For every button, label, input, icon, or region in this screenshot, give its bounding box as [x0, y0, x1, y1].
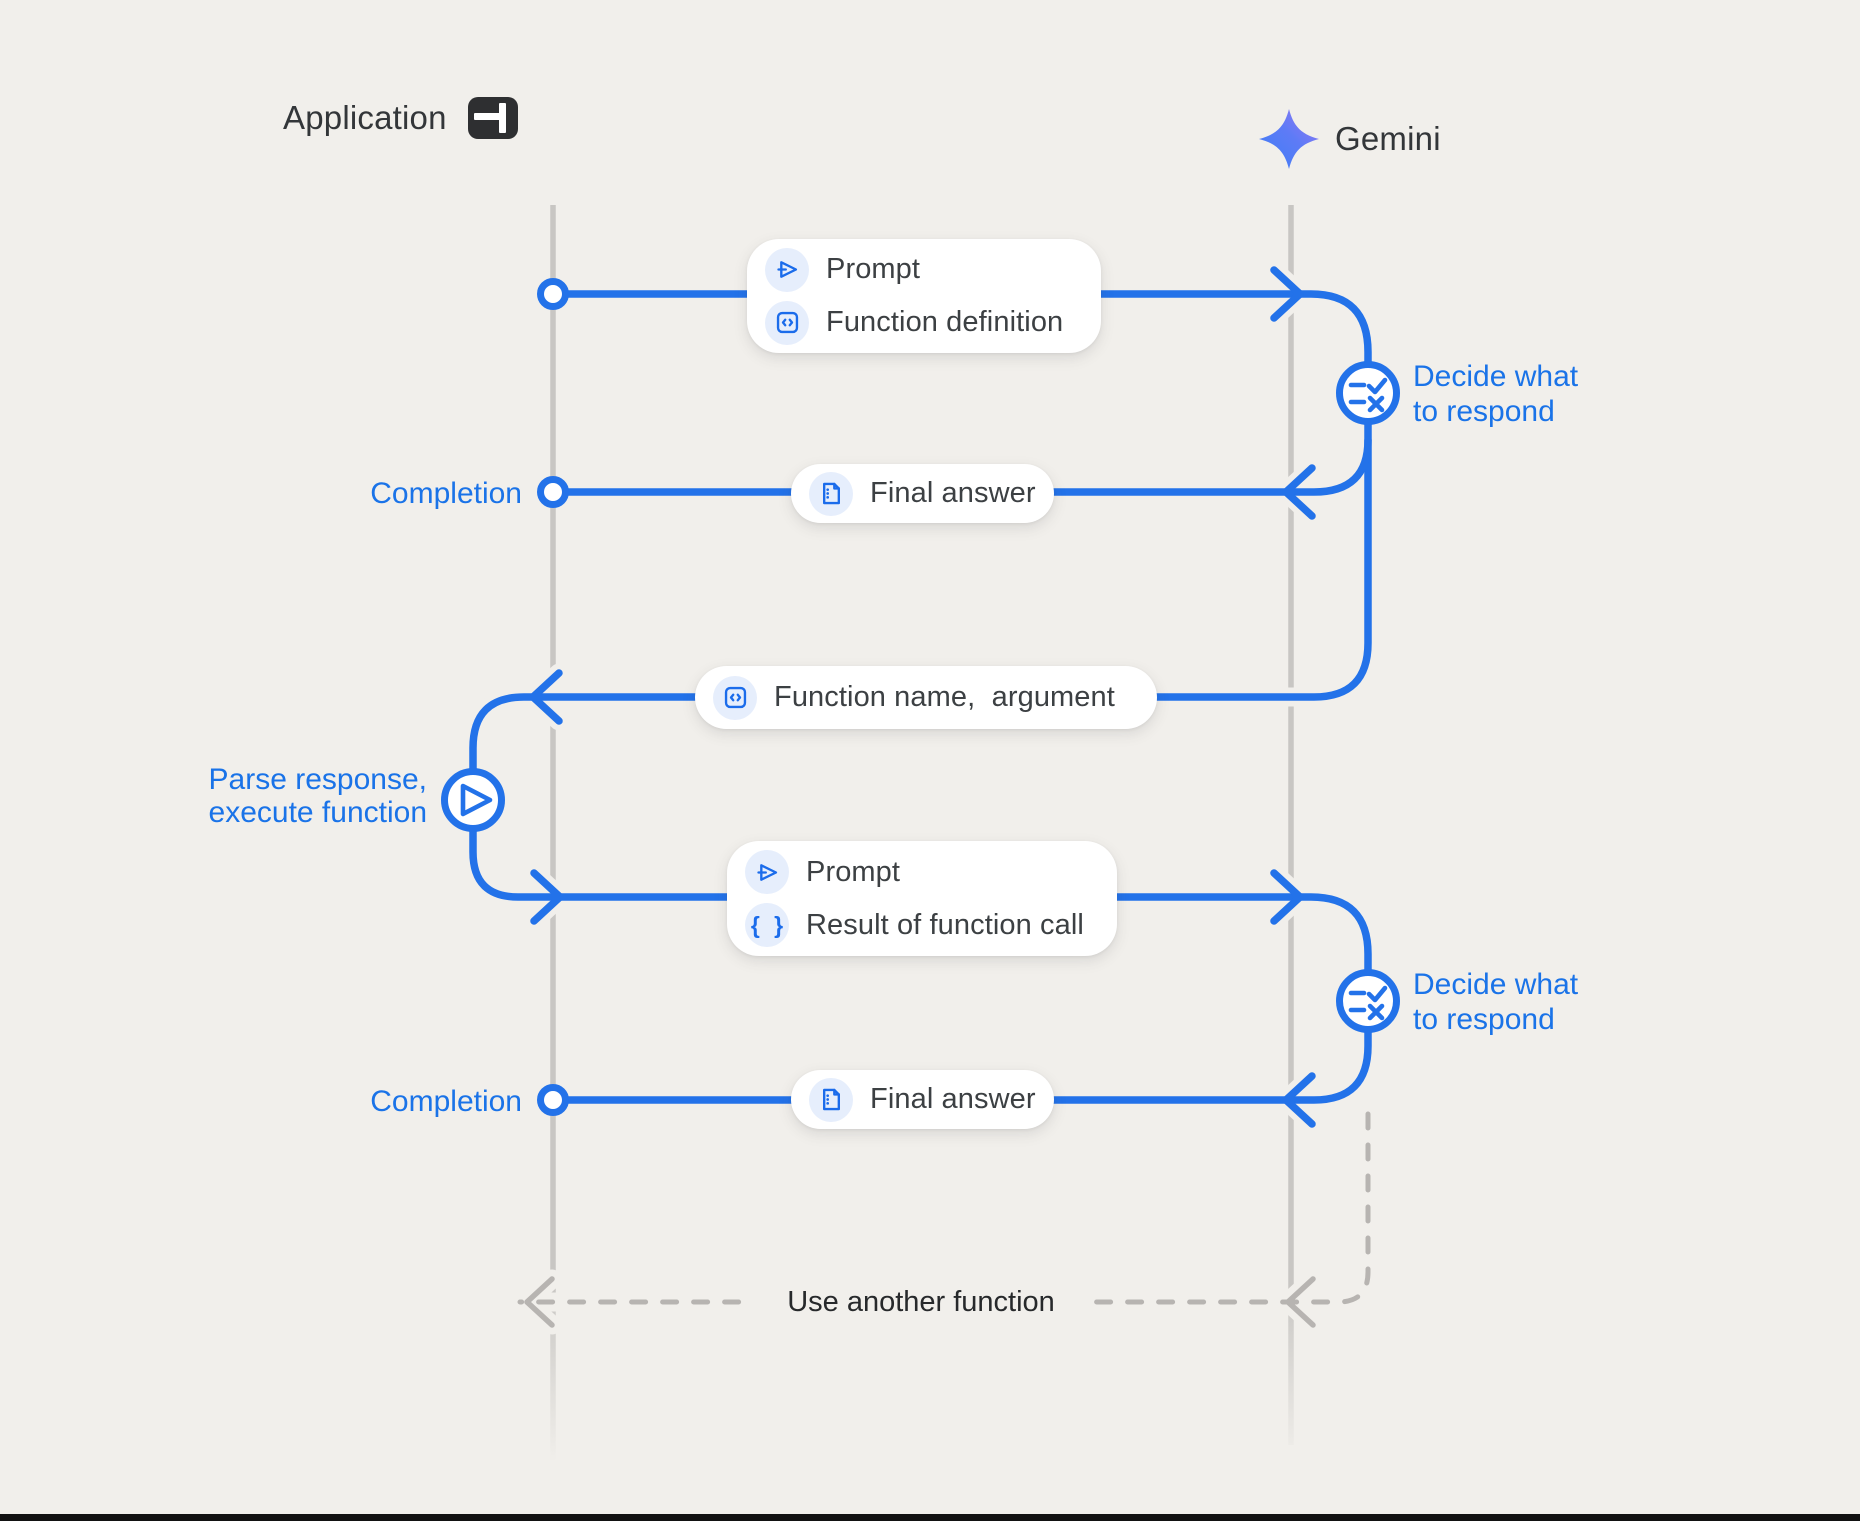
flow-casings: [463, 260, 1378, 1335]
message-pill-final-answer: Final answer: [791, 464, 1054, 523]
pill-label: Function name, argument: [774, 681, 1115, 713]
actor-gemini: Gemini: [1257, 107, 1441, 171]
gemini-label: Gemini: [1335, 120, 1441, 157]
use-another-function-label: Use another function: [748, 1283, 1094, 1321]
rule-check-icon: [1336, 361, 1400, 425]
rule-check-icon: [1336, 969, 1400, 1033]
pill-row: Prompt: [765, 247, 1077, 292]
send-icon: [765, 247, 809, 292]
braces-icon: { }: [745, 903, 789, 947]
completion-label: Completion: [370, 1085, 522, 1118]
decide-label-line: to respond: [1413, 395, 1555, 428]
arrowhead-right-icon: [530, 869, 564, 925]
pill-label: Prompt: [806, 855, 901, 888]
arrowhead-left-icon: [1285, 1276, 1316, 1328]
completion-circle: [537, 476, 569, 508]
arrowhead-left-icon: [529, 669, 563, 725]
arrowhead-right-icon: [1270, 266, 1304, 322]
decide-label-line: Decide what: [1413, 968, 1579, 1001]
document-icon: [809, 471, 853, 516]
flow-arrowheads: [529, 266, 1316, 1128]
decide-label-line: to respond: [1413, 1003, 1555, 1036]
app-window-icon: [467, 97, 518, 139]
actor-application: Application: [283, 95, 519, 141]
braces-glyph: { }: [750, 911, 788, 938]
arrowhead-left-icon: [1282, 1072, 1316, 1128]
message-pill-prompt-function-definition: Prompt Function definition: [747, 239, 1101, 353]
pill-row: Prompt: [745, 850, 1093, 894]
send-icon: [745, 850, 789, 894]
pill-row: { } Result of function call: [745, 903, 1093, 947]
pill-row: Final answer: [809, 471, 1036, 516]
play-icon: [441, 768, 505, 832]
document-icon: [809, 1077, 853, 1122]
pill-label: Final answer: [870, 477, 1036, 509]
code-box-icon: [713, 675, 757, 720]
arrowhead-left-icon: [1282, 464, 1316, 520]
pill-row: Final answer: [809, 1077, 1036, 1122]
pill-label: Prompt: [826, 253, 921, 285]
decide-what-to-respond-label: Decide what to respond: [1413, 359, 1578, 429]
gemini-star-icon: [1259, 109, 1319, 169]
decide-label-line: Decide what: [1413, 360, 1579, 393]
parse-label-line: execute function: [208, 796, 427, 829]
parse-label-line: Parse response,: [208, 763, 427, 796]
flow-final-answer-1-branch: [549, 436, 1372, 496]
message-pill-final-answer: Final answer: [791, 1070, 1054, 1129]
pill-label: Result of function call: [806, 908, 1084, 941]
pill-row: Function name, argument: [713, 675, 1133, 720]
message-pill-function-name-argument: Function name, argument: [695, 666, 1157, 729]
message-pill-prompt-result: Prompt { } Result of function call: [727, 841, 1117, 956]
prompt-start-circle: [537, 278, 569, 310]
pill-label: Function definition: [826, 306, 1064, 338]
code-box-icon: [765, 300, 809, 345]
application-label: Application: [283, 99, 447, 136]
completion-label: Completion: [370, 477, 522, 510]
parse-response-label: Parse response, execute function: [209, 763, 427, 829]
pill-row: Function definition: [765, 300, 1077, 345]
arrowhead-right-icon: [1270, 869, 1304, 925]
decide-what-to-respond-label: Decide what to respond: [1413, 967, 1578, 1037]
pill-label: Final answer: [870, 1083, 1036, 1115]
arrowhead-left-icon: [524, 1276, 555, 1328]
use-another-function-arrow: [517, 1111, 1371, 1328]
completion-circle: [537, 1084, 569, 1116]
bottom-edge-bar: [0, 1514, 1860, 1521]
